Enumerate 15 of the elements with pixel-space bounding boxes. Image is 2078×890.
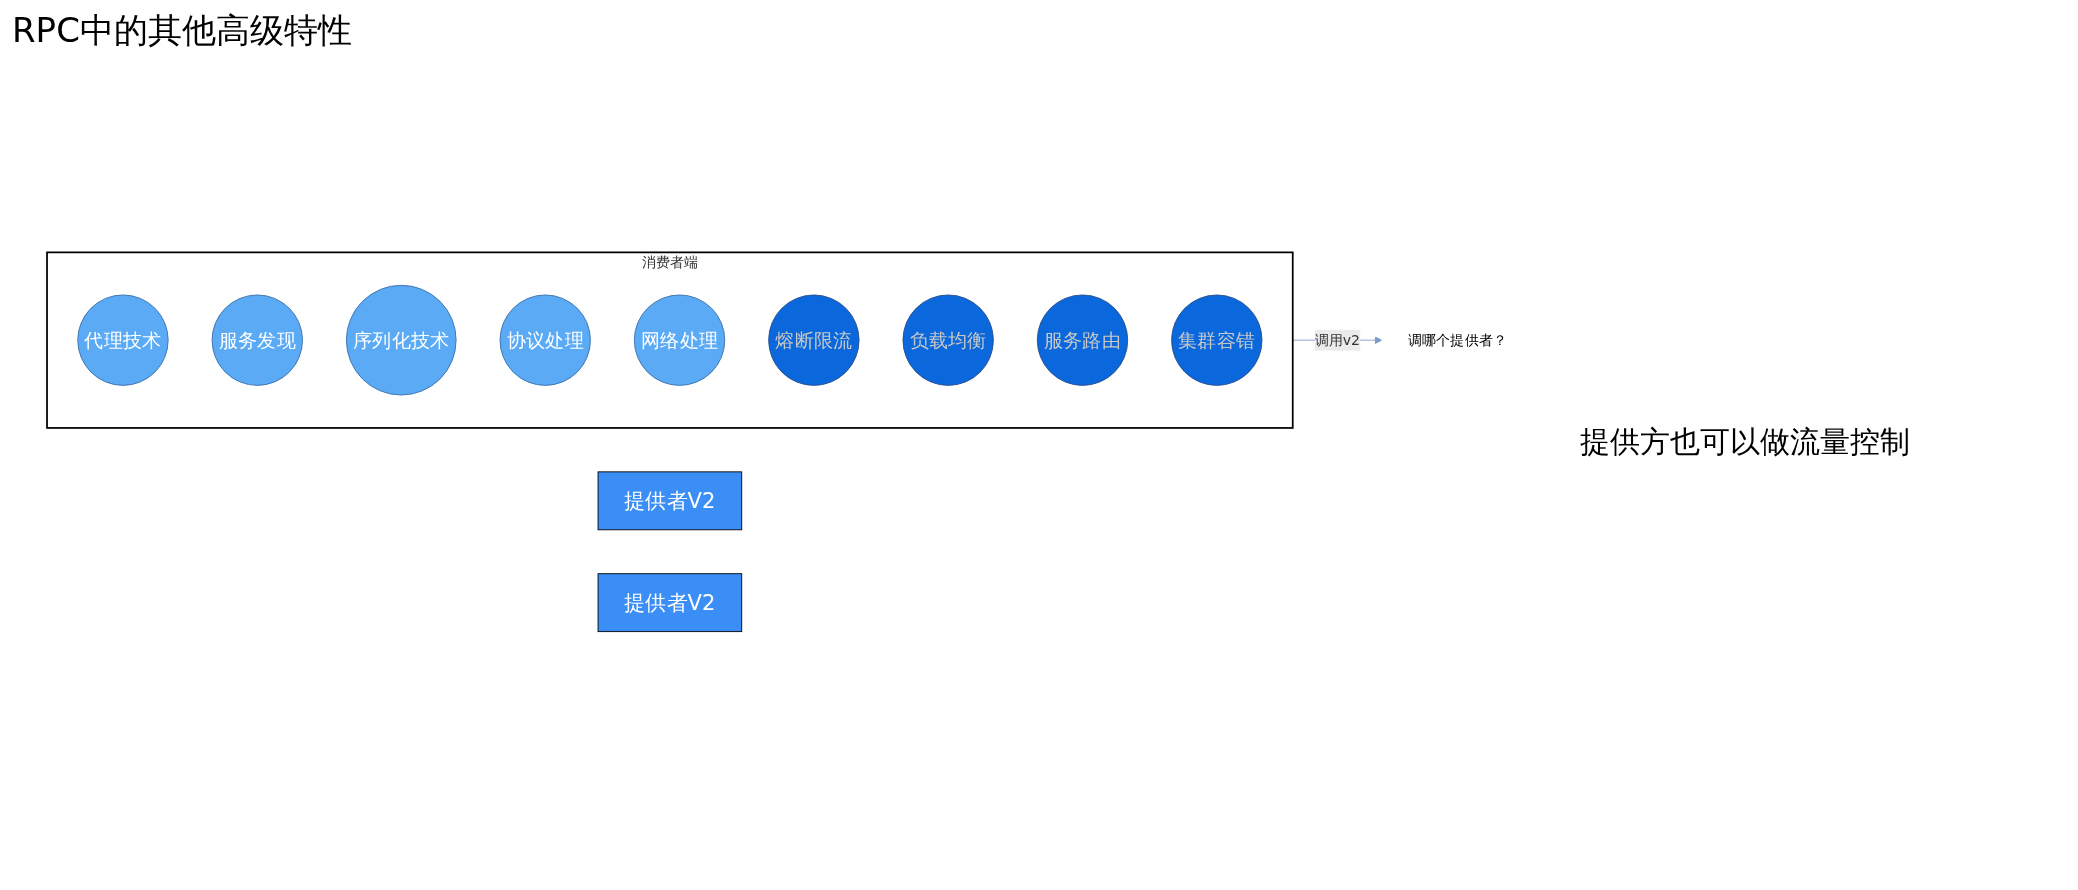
node-circle: 熔断限流 xyxy=(768,294,860,386)
node-box: 提供者V2 xyxy=(597,471,743,531)
node-circle: 代理技术 xyxy=(77,294,169,386)
node-circle: 服务发现 xyxy=(211,294,303,386)
node-circle: 网络处理 xyxy=(633,294,726,386)
node-circle: 序列化技术 xyxy=(345,284,457,396)
edge-label: 调用v2 xyxy=(1314,331,1361,349)
node-circle: 服务路由 xyxy=(1036,294,1129,386)
node-circle: 集群容错 xyxy=(1171,294,1263,386)
title: RPC中的其他高级特性 xyxy=(12,9,353,52)
note-text: 提供方也可以做流量控制 xyxy=(1580,422,1910,461)
node-circle: 协议处理 xyxy=(499,294,591,386)
node-circle: 负载均衡 xyxy=(902,294,994,386)
node-box: 提供者V2 xyxy=(597,573,743,633)
node-text: 调哪个提供者？ xyxy=(1408,331,1507,349)
